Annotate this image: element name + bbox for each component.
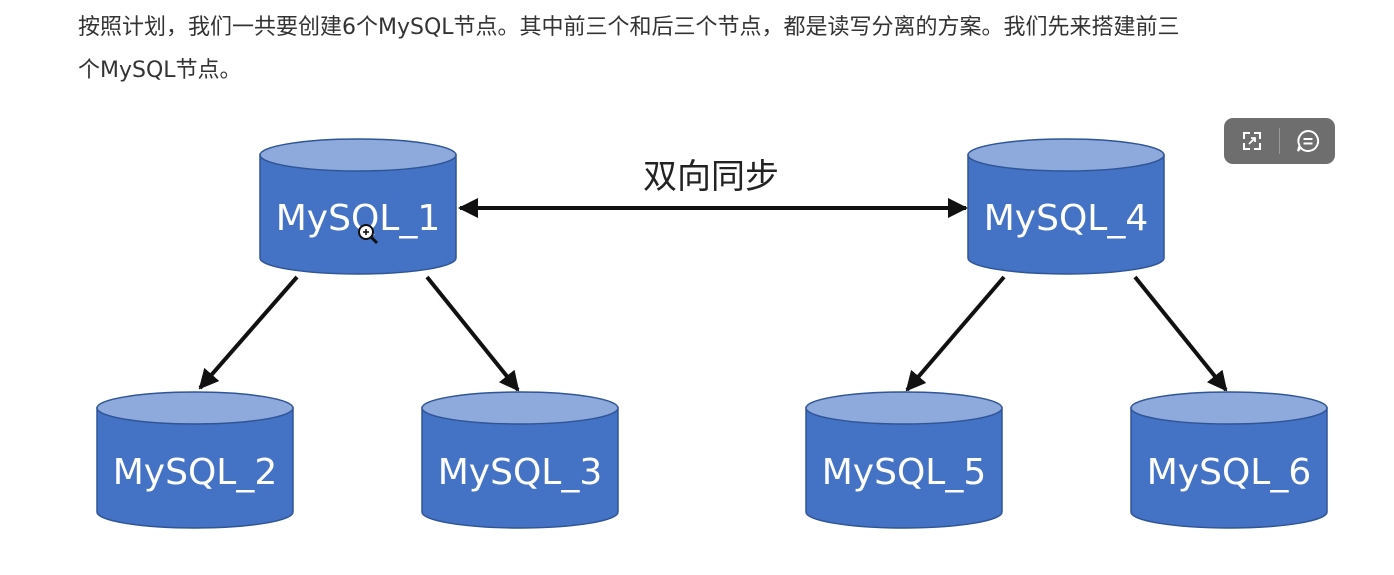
image-toolbar bbox=[1224, 118, 1335, 164]
node-mysql-5[interactable]: MySQL_5 bbox=[805, 391, 1003, 529]
node-mysql-1[interactable]: MySQL_1 bbox=[259, 138, 457, 275]
comment-button[interactable] bbox=[1280, 118, 1335, 164]
node-mysql-6[interactable]: MySQL_6 bbox=[1130, 391, 1328, 529]
toolbar-divider bbox=[1279, 128, 1280, 154]
node-mysql-3[interactable]: MySQL_3 bbox=[421, 391, 619, 529]
comment-icon bbox=[1296, 129, 1319, 152]
node-mysql-4[interactable]: MySQL_4 bbox=[967, 138, 1165, 275]
article-paragraph: 按照计划，我们一共要创建6个MySQL节点。其中前三个和后三个节点，都是读写分离… bbox=[78, 6, 1368, 92]
node-label-6: MySQL_6 bbox=[1147, 452, 1312, 493]
node-label-2: MySQL_2 bbox=[113, 452, 278, 493]
node-label-1: MySQL_1 bbox=[276, 198, 441, 239]
edge-4-5 bbox=[905, 275, 1006, 392]
edge-1-3 bbox=[425, 275, 520, 392]
node-label-4: MySQL_4 bbox=[984, 198, 1149, 239]
edge-4-6 bbox=[1133, 275, 1228, 392]
paragraph-line-2: 个MySQL节点。 bbox=[78, 58, 242, 83]
sync-label: 双向同步 bbox=[643, 157, 779, 197]
paragraph-line-1: 按照计划，我们一共要创建6个MySQL节点。其中前三个和后三个节点，都是读写分离… bbox=[78, 15, 1180, 40]
node-label-3: MySQL_3 bbox=[438, 452, 603, 493]
zoom-cursor-icon bbox=[358, 224, 379, 245]
expand-button[interactable] bbox=[1224, 118, 1279, 164]
edge-1-2 bbox=[198, 275, 299, 390]
expand-icon bbox=[1242, 132, 1261, 150]
node-label-5: MySQL_5 bbox=[822, 452, 987, 493]
node-mysql-2[interactable]: MySQL_2 bbox=[96, 391, 294, 529]
